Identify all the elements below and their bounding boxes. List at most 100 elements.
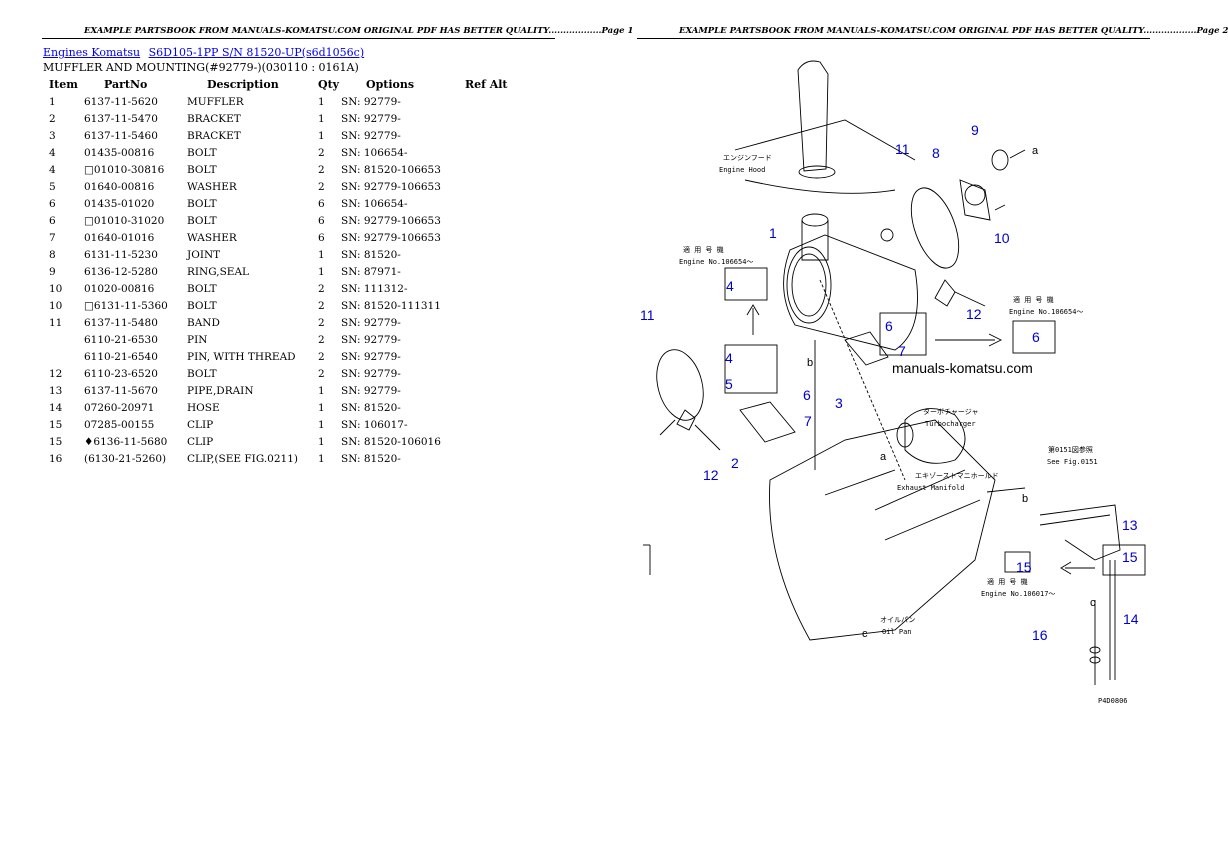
- cell-description: HOSE: [187, 401, 220, 414]
- cell-options: SN: 81520-106016: [341, 435, 441, 448]
- cell-description: PIN, WITH THREAD: [187, 350, 296, 363]
- cell-qty: 1: [318, 401, 325, 414]
- callout-8: 8: [932, 145, 940, 161]
- muffler-drawing: [783, 234, 918, 351]
- cell-item: 4: [49, 163, 56, 176]
- ref-letter-c-right: c: [1090, 597, 1096, 609]
- cell-partno: 01435-01020: [84, 197, 155, 210]
- cell-item: 11: [49, 316, 63, 329]
- cell-options: SN: 106017-: [341, 418, 408, 431]
- cell-options: SN: 92779-: [341, 95, 401, 108]
- cell-item: 7: [49, 231, 56, 244]
- cell-item: 2: [49, 112, 56, 125]
- cell-qty: 2: [318, 350, 325, 363]
- callout-11-right: 11: [895, 141, 910, 157]
- cell-description: BOLT: [187, 197, 217, 210]
- cell-item: 3: [49, 129, 56, 142]
- cell-partno: (6130-21-5260): [84, 452, 167, 465]
- breadcrumb-link-model[interactable]: S6D105-1PP S/N 81520-UP(s6d1056c): [148, 46, 365, 59]
- cell-qty: 1: [318, 435, 325, 448]
- cell-description: CLIP: [187, 435, 214, 448]
- label-turbo: Turbocharger: [925, 420, 976, 428]
- cell-options: SN: 92779-: [341, 350, 401, 363]
- cell-item: 15: [49, 418, 63, 431]
- callout-11-left: 11: [640, 307, 655, 323]
- cell-qty: 1: [318, 384, 325, 397]
- parts-page-1: EXAMPLE PARTSBOOK FROM MANUALS-KOMATSU.C…: [0, 0, 633, 842]
- cell-partno: 6110-23-6520: [84, 367, 158, 380]
- cell-qty: 1: [318, 129, 325, 142]
- column-header-qty: Qty: [318, 78, 340, 91]
- cell-description: CLIP,(SEE FIG.0211): [187, 452, 298, 465]
- cell-qty: 2: [318, 367, 325, 380]
- cell-description: RING,SEAL: [187, 265, 250, 278]
- callout-14: 14: [1123, 611, 1139, 627]
- callout-16: 16: [1032, 627, 1048, 643]
- cell-ref-alt: [465, 246, 525, 263]
- label-manifold: Exhaust Manifold: [897, 484, 964, 492]
- cell-qty: 1: [318, 95, 325, 108]
- cell-description: BOLT: [187, 367, 217, 380]
- cell-options: SN: 106654-: [341, 197, 408, 210]
- cell-partno: 6137-11-5670: [84, 384, 158, 397]
- cell-qty: 6: [318, 197, 325, 210]
- cell-partno: 6137-11-5460: [84, 129, 158, 142]
- cell-qty: 6: [318, 231, 325, 244]
- cell-ref-alt: [465, 433, 525, 450]
- ref-letter-a-bottom: a: [880, 451, 887, 463]
- parts-table: Item PartNo Description Qty Options Ref …: [43, 76, 525, 467]
- callout-5: 5: [725, 376, 733, 392]
- label-see-fig-jp: 第0151図参照: [1048, 445, 1093, 454]
- column-header-ref-alt: Ref Alt: [465, 78, 508, 91]
- breadcrumb: Engines Komatsu S6D105-1PP S/N 81520-UP(…: [43, 46, 369, 59]
- header-divider: [637, 38, 1150, 39]
- cell-partno: 01020-00816: [84, 282, 155, 295]
- label-see-fig: See Fig.0151: [1047, 458, 1098, 466]
- cell-qty: 2: [318, 163, 325, 176]
- cell-partno: 6137-11-5620: [84, 95, 158, 108]
- cell-description: WASHER: [187, 180, 237, 193]
- cell-qty: 6: [318, 214, 325, 227]
- breadcrumb-link-engines-komatsu[interactable]: Engines Komatsu: [43, 46, 141, 59]
- table-row: 6 01435-01020 BOLT 6 SN: 106654-: [43, 195, 525, 212]
- cell-qty: 1: [318, 418, 325, 431]
- cell-options: SN: 106654-: [341, 146, 408, 159]
- label-manifold-jp: エキゾーストマニホールド: [915, 472, 999, 480]
- cell-description: PIN: [187, 333, 208, 346]
- figure-code: P4D0806: [1098, 697, 1128, 705]
- cell-item: 8: [49, 248, 56, 261]
- cell-partno: 6131-11-5230: [84, 248, 158, 261]
- callout-10: 10: [994, 230, 1010, 246]
- cell-qty: 1: [318, 248, 325, 261]
- cell-item: 6: [49, 197, 56, 210]
- cell-qty: 2: [318, 333, 325, 346]
- cell-options: SN: 92779-: [341, 316, 401, 329]
- cell-partno: 07260-20971: [84, 401, 155, 414]
- cell-ref-alt: [465, 229, 525, 246]
- callout-7-detail-box: 7: [898, 343, 906, 359]
- callout-12-right: 12: [966, 306, 982, 322]
- label-applied-jp-2: 適 用 号 機: [1013, 295, 1054, 304]
- cell-partno: □01010-30816: [84, 163, 165, 176]
- cell-description: BOLT: [187, 282, 217, 295]
- cell-qty: 2: [318, 146, 325, 159]
- header-divider: [42, 38, 555, 39]
- cell-item: 14: [49, 401, 63, 414]
- cell-options: SN: 92779-: [341, 367, 401, 380]
- cell-qty: 2: [318, 282, 325, 295]
- cell-partno: 6137-11-5480: [84, 316, 158, 329]
- cell-ref-alt: [465, 297, 525, 314]
- exploded-parts-diagram: 1 2 3 4 5 6 7 8 9 10 11 11 12 12 13 14 1…: [640, 60, 1146, 705]
- cell-item: 15: [49, 435, 63, 448]
- callout-3: 3: [835, 395, 843, 411]
- callout-15: 15: [1122, 549, 1138, 565]
- cell-description: MUFFLER: [187, 95, 244, 108]
- cell-item: 4: [49, 146, 56, 159]
